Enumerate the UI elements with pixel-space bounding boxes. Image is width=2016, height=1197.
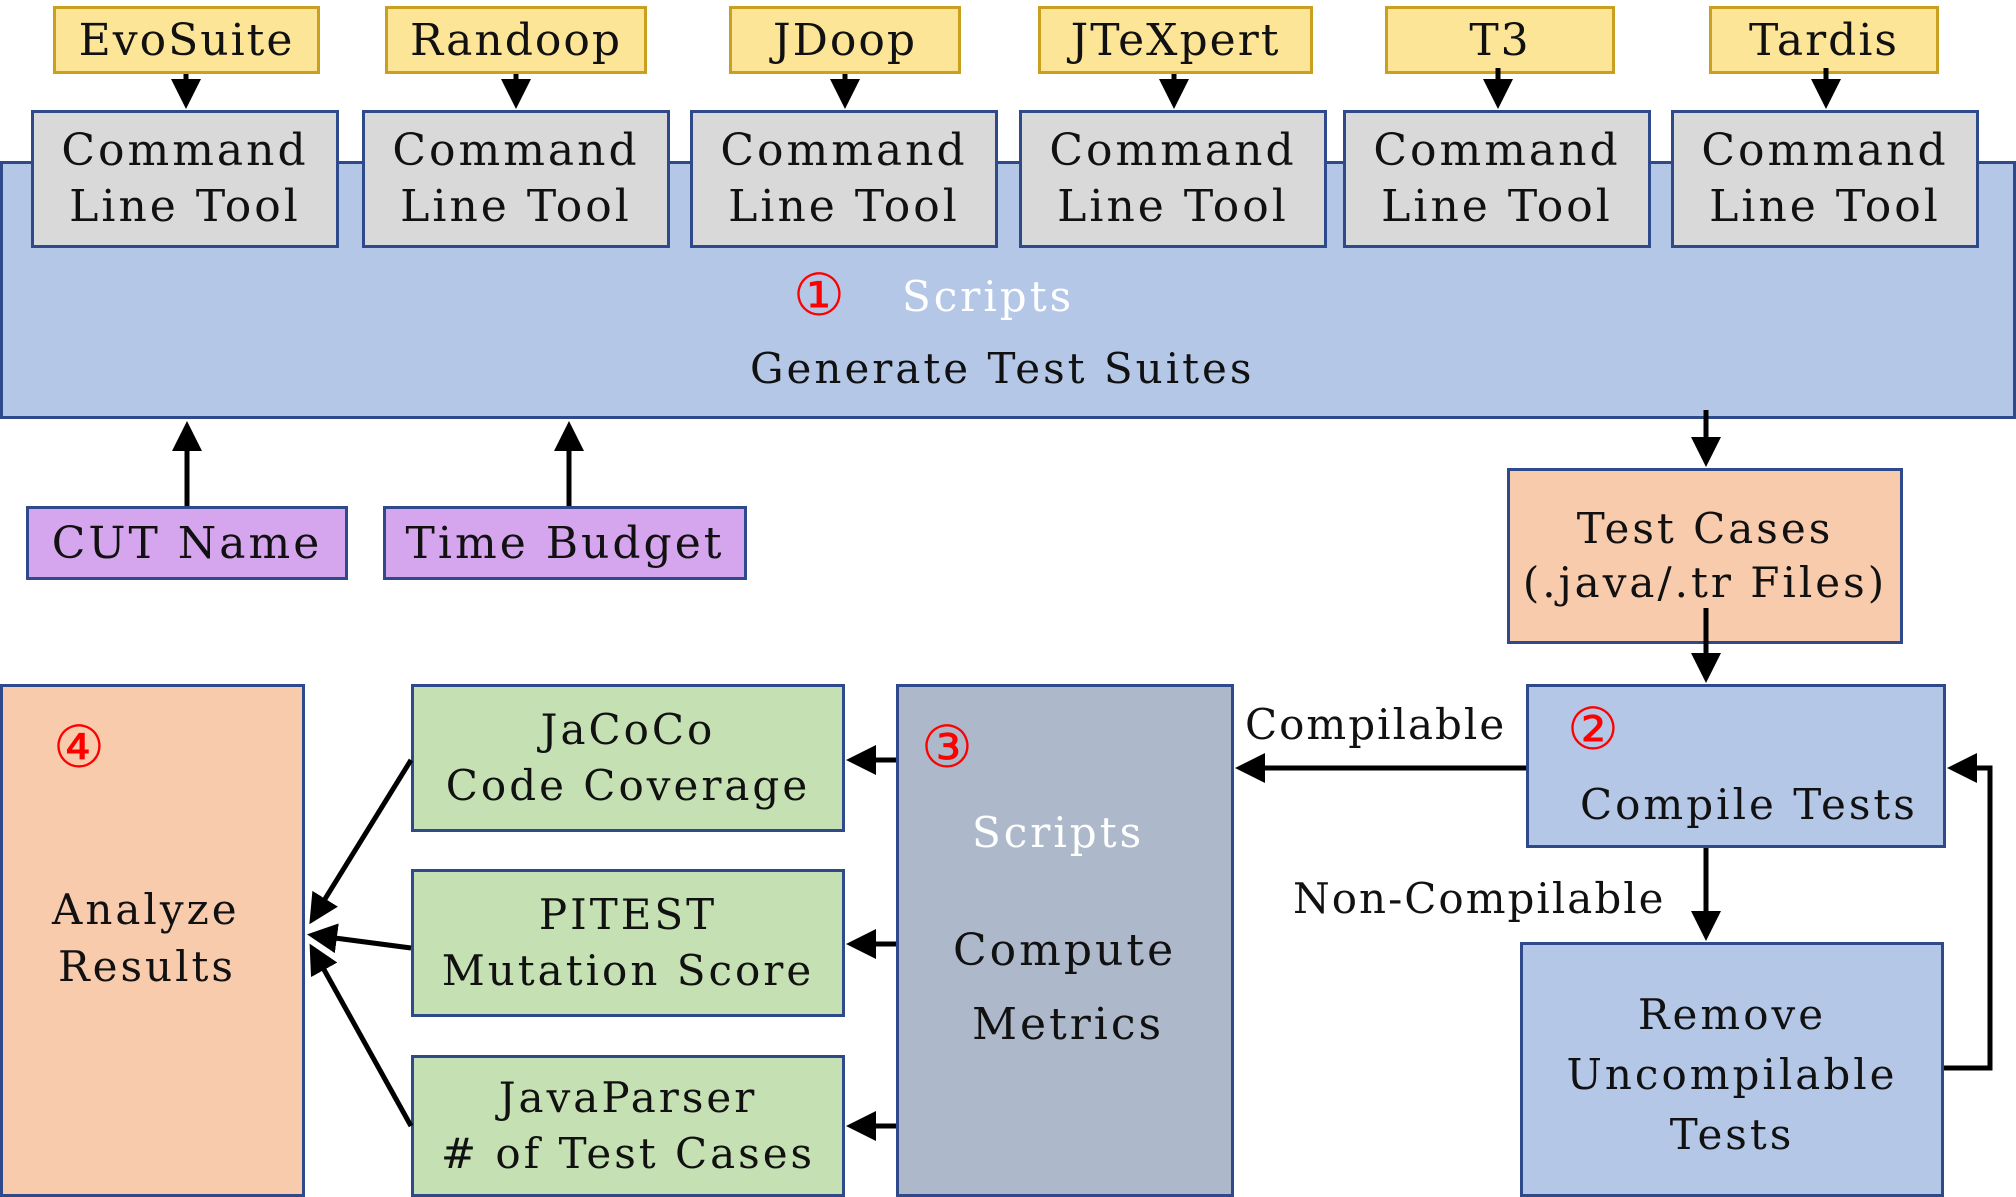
- cli-label-line1: Command: [720, 125, 968, 176]
- arrow-jacoco-to-analyze: [309, 758, 414, 925]
- command-line-tool-evosuite: Command Line Tool: [31, 110, 339, 248]
- step-2-marker: ②: [1567, 695, 1619, 763]
- arrow-loop-back: [1944, 753, 1993, 1071]
- step-3-scripts-label: Scripts: [972, 808, 1145, 857]
- compute-label: Compute: [953, 925, 1177, 976]
- cli-label-line2: Line Tool: [69, 181, 301, 232]
- tool-jdoop: JDoop: [729, 6, 961, 74]
- cli-label-line1: Command: [392, 125, 640, 176]
- jacoco-code-coverage-box: JaCoCo Code Coverage: [411, 684, 845, 832]
- step-1-scripts-label: Scripts: [902, 272, 1075, 321]
- command-line-tool-randoop: Command Line Tool: [362, 110, 670, 248]
- pitest-label: PITEST: [538, 890, 718, 939]
- remove-uncompilable-tests-box: Remove Uncompilable Tests: [1520, 942, 1944, 1197]
- arrow-pitest-to-analyze: [307, 923, 412, 954]
- mutation-score-label: Mutation Score: [441, 946, 815, 995]
- command-line-tool-jtexpert: Command Line Tool: [1019, 110, 1327, 248]
- remove-line2: Uncompilable: [1566, 1050, 1898, 1099]
- cut-name-input-box: CUT Name: [26, 506, 348, 580]
- metrics-label: Metrics: [972, 999, 1165, 1050]
- cli-label-line1: Command: [1701, 125, 1949, 176]
- cli-label-line1: Command: [1049, 125, 1297, 176]
- step-3-marker: ③: [921, 713, 973, 781]
- step-4-marker: ④: [53, 713, 105, 781]
- pitest-mutation-score-box: PITEST Mutation Score: [411, 869, 845, 1017]
- analyze-label: Analyze: [52, 885, 240, 934]
- time-budget-input-box: Time Budget: [383, 506, 747, 580]
- javaparser-test-cases-box: JavaParser # of Test Cases: [411, 1055, 845, 1197]
- jacoco-label: JaCoCo: [540, 705, 716, 754]
- tool-evosuite: EvoSuite: [53, 6, 320, 74]
- command-line-tool-t3: Command Line Tool: [1343, 110, 1651, 248]
- command-line-tool-tardis: Command Line Tool: [1671, 110, 1979, 248]
- generate-test-suites-label: Generate Test Suites: [750, 344, 1255, 393]
- cli-label-line2: Line Tool: [1057, 181, 1289, 232]
- step-1-marker: ①: [793, 261, 845, 329]
- cli-label-line2: Line Tool: [400, 181, 632, 232]
- javaparser-label: JavaParser: [498, 1073, 758, 1122]
- remove-line1: Remove: [1637, 990, 1827, 1039]
- compute-metrics-box: [896, 684, 1234, 1197]
- test-cases-line2: (.java/.tr Files): [1522, 558, 1888, 607]
- non-compilable-edge-label: Non-Compilable: [1293, 874, 1666, 923]
- remove-line3: Tests: [1669, 1110, 1795, 1159]
- tool-randoop: Randoop: [385, 6, 647, 74]
- results-label: Results: [58, 942, 236, 991]
- cli-label-line2: Line Tool: [1381, 181, 1613, 232]
- code-coverage-label: Code Coverage: [445, 761, 811, 810]
- cli-label-line2: Line Tool: [728, 181, 960, 232]
- analyze-results-box: [0, 684, 305, 1197]
- number-of-test-cases-label: # of Test Cases: [440, 1129, 816, 1178]
- test-cases-line1: Test Cases: [1576, 504, 1834, 553]
- compile-tests-box: [1526, 684, 1946, 848]
- cli-label-line1: Command: [1373, 125, 1621, 176]
- tool-jtexpert: JTeXpert: [1038, 6, 1313, 74]
- arrow-javaparser-to-analyze: [309, 943, 414, 1128]
- command-line-tool-jdoop: Command Line Tool: [690, 110, 998, 248]
- cli-label-line1: Command: [61, 125, 309, 176]
- compile-tests-label: Compile Tests: [1580, 780, 1918, 829]
- compilable-edge-label: Compilable: [1245, 700, 1507, 749]
- cli-label-line2: Line Tool: [1709, 181, 1941, 232]
